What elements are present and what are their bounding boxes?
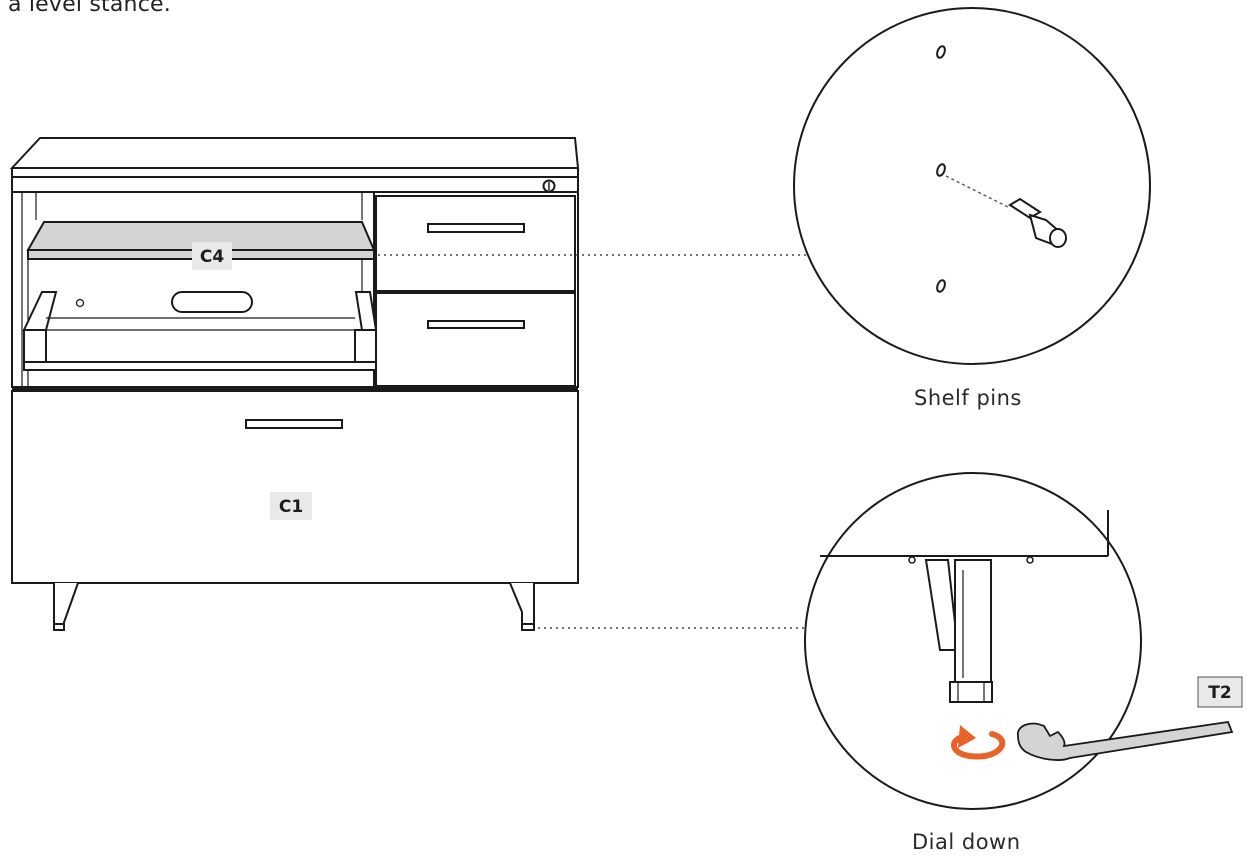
- wrench-icon: [1017, 721, 1234, 761]
- bottom-drawer-handle: [245, 419, 343, 429]
- pin-hole-middle: [936, 163, 946, 177]
- leveler-foot: [949, 681, 993, 703]
- top-drawer-handle: [427, 223, 525, 233]
- shelf-pins-detail: [793, 7, 1151, 365]
- middle-drawer-handle: [427, 320, 525, 329]
- intro-text: a level stance.: [8, 0, 171, 17]
- tray-handle-cutout: [171, 291, 253, 313]
- middle-drawer: [375, 292, 576, 387]
- cabinet-apron: [11, 176, 579, 193]
- bottom-drawer-c1: [11, 390, 579, 584]
- pin-hole-top: [936, 45, 946, 59]
- shelf-pins-caption: Shelf pins: [914, 386, 1022, 410]
- shelf-pin-icon: [1008, 197, 1067, 248]
- top-drawer: [375, 195, 576, 292]
- right-leg: [509, 582, 535, 629]
- svg-text:T2: T2: [1208, 683, 1231, 703]
- rotate-arrow-icon: [951, 725, 1006, 760]
- dial-down-detail: [804, 472, 1142, 810]
- left-leg: [53, 582, 79, 629]
- cabinet: [9, 137, 580, 631]
- label-c1: C1: [270, 492, 312, 520]
- svg-text:C1: C1: [279, 497, 303, 517]
- leg-post: [954, 559, 992, 683]
- dial-down-caption: Dial down: [912, 830, 1021, 854]
- pin-hole-bottom: [936, 279, 946, 293]
- cabinet-top: [9, 137, 580, 169]
- label-t2: T2: [1197, 676, 1243, 708]
- svg-text:C4: C4: [200, 247, 224, 267]
- label-c4: C4: [192, 242, 232, 270]
- cabinet-top-edge: [11, 168, 579, 178]
